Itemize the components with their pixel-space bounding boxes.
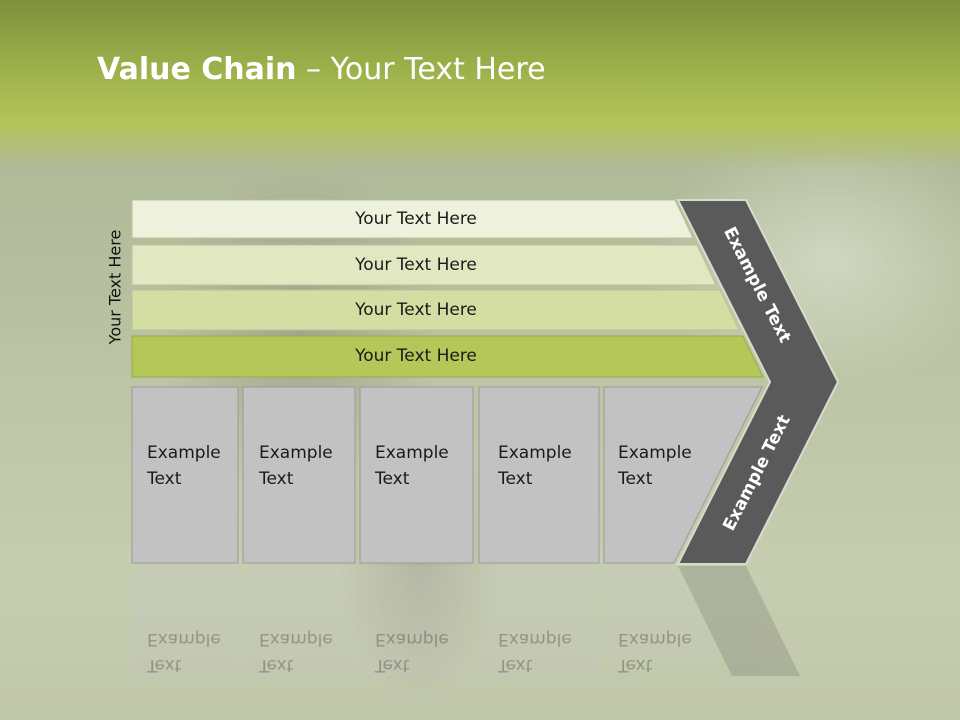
band-shape-4 — [131, 335, 764, 378]
box-label-4: Example Text — [498, 440, 598, 492]
box-shape-1 — [131, 386, 239, 564]
box-shape-4 — [478, 386, 600, 564]
box-label-2: Example Text — [259, 440, 359, 492]
title-bar — [0, 0, 960, 170]
box-label-3-line1: Example — [375, 443, 449, 463]
reflection-shapes — [132, 566, 800, 676]
box-label-5: Example Text — [618, 440, 718, 492]
box-label-5-line2: Text — [618, 469, 653, 489]
box-label-1-line1: Example — [147, 443, 221, 463]
box-label-1: Example Text — [147, 440, 247, 492]
box-label-1-line2: Text — [147, 469, 182, 489]
box-label-4-line1: Example — [498, 443, 572, 463]
slide-title-rest: – Your Text Here — [296, 52, 546, 87]
box-shape-5 — [603, 386, 763, 564]
band-label-1: Your Text Here — [355, 209, 477, 229]
band-label-4: Your Text Here — [355, 346, 477, 366]
box-label-3: Example Text — [375, 440, 475, 492]
band-shape-2 — [131, 244, 717, 286]
band-label-3: Your Text Here — [355, 300, 477, 320]
box-label-5-line1: Example — [618, 443, 692, 463]
slide-title-bold: Value Chain — [97, 52, 297, 87]
box-label-3-line2: Text — [375, 469, 410, 489]
band-shape-1 — [131, 199, 694, 239]
slide-title: Value Chain – Your Text Here — [97, 52, 546, 87]
box-shape-3 — [359, 386, 474, 564]
band-label-2: Your Text Here — [355, 255, 477, 275]
box-label-4-line2: Text — [498, 469, 533, 489]
box-label-2-line1: Example — [259, 443, 333, 463]
box-label-2-line2: Text — [259, 469, 294, 489]
box-shape-2 — [242, 386, 356, 564]
chevron-arrow — [676, 199, 840, 565]
band-shape-3 — [131, 289, 740, 331]
